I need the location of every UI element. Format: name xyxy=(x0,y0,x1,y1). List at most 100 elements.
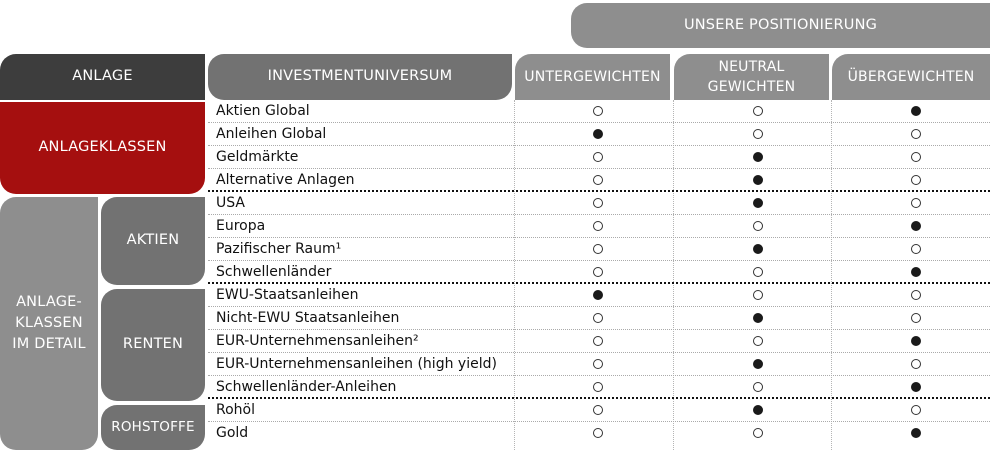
detail-box: ANLAGE- KLASSEN IM DETAIL xyxy=(0,197,98,450)
empty-circle-icon xyxy=(911,198,921,208)
row-separator xyxy=(208,282,990,284)
rohstoffe-label: ROHSTOFFE xyxy=(111,418,195,435)
table-row: USA xyxy=(208,192,990,215)
row-label: EUR-Unternehmensanleihen (high yield) xyxy=(216,356,497,372)
filled-circle-icon xyxy=(911,428,921,438)
table-row: EWU-Staatsanleihen xyxy=(208,284,990,307)
row-label: Schwellenländer-Anleihen xyxy=(216,379,397,395)
table-row: Aktien Global xyxy=(208,100,990,123)
positioning-header-label: UNSERE POSITIONIERUNG xyxy=(683,16,878,33)
column-header-neutral: NEUTRAL GEWICHTEN xyxy=(674,54,829,100)
table-row: Schwellenländer-Anleihen xyxy=(208,376,990,399)
row-label: Anleihen Global xyxy=(216,126,327,142)
row-label: Nicht-EWU Staatsanleihen xyxy=(216,310,400,326)
filled-circle-icon xyxy=(911,106,921,116)
filled-circle-icon xyxy=(753,244,763,254)
renten-box: RENTEN xyxy=(101,289,205,401)
aktien-box: AKTIEN xyxy=(101,197,205,285)
table-row: Europa xyxy=(208,215,990,238)
column-header-over-label: ÜBERGEWICHTEN xyxy=(847,68,975,85)
filled-circle-icon xyxy=(753,405,763,415)
anlage-header-label: ANLAGE xyxy=(72,68,133,85)
filled-circle-icon xyxy=(911,382,921,392)
empty-circle-icon xyxy=(911,152,921,162)
filled-circle-icon xyxy=(753,359,763,369)
table-row: Gold xyxy=(208,422,990,445)
row-label: Rohöl xyxy=(216,402,255,418)
filled-circle-icon xyxy=(911,267,921,277)
row-separator xyxy=(208,237,990,238)
row-separator xyxy=(208,306,990,307)
empty-circle-icon xyxy=(753,382,763,392)
table-row: Rohöl xyxy=(208,399,990,422)
row-label: Geldmärkte xyxy=(216,149,299,165)
empty-circle-icon xyxy=(911,129,921,139)
empty-circle-icon xyxy=(593,382,603,392)
table-row: Nicht-EWU Staatsanleihen xyxy=(208,307,990,330)
row-label: Schwellenländer xyxy=(216,264,332,280)
empty-circle-icon xyxy=(593,336,603,346)
row-separator xyxy=(208,168,990,169)
empty-circle-icon xyxy=(753,290,763,300)
universe-header: INVESTMENTUNIVERSUM xyxy=(208,54,512,100)
positioning-header: UNSERE POSITIONIERUNG xyxy=(571,3,990,48)
empty-circle-icon xyxy=(753,106,763,116)
empty-circle-icon xyxy=(753,221,763,231)
row-label: USA xyxy=(216,195,245,211)
empty-circle-icon xyxy=(593,267,603,277)
detail-label: ANLAGE- KLASSEN IM DETAIL xyxy=(12,293,86,352)
universe-header-label: INVESTMENTUNIVERSUM xyxy=(267,68,453,85)
row-separator xyxy=(208,352,990,353)
column-separator xyxy=(831,100,832,450)
row-separator xyxy=(208,145,990,146)
row-separator xyxy=(208,375,990,376)
column-header-under: UNTERGEWICHTEN xyxy=(515,54,670,100)
row-label: EUR-Unternehmensanleihen² xyxy=(216,333,419,349)
empty-circle-icon xyxy=(593,106,603,116)
filled-circle-icon xyxy=(753,152,763,162)
empty-circle-icon xyxy=(593,359,603,369)
empty-circle-icon xyxy=(911,244,921,254)
rohstoffe-box: ROHSTOFFE xyxy=(101,405,205,450)
empty-circle-icon xyxy=(753,336,763,346)
empty-circle-icon xyxy=(911,359,921,369)
row-separator xyxy=(208,329,990,330)
anlageklassen-label: ANLAGEKLASSEN xyxy=(38,139,167,156)
renten-label: RENTEN xyxy=(122,336,184,353)
filled-circle-icon xyxy=(753,198,763,208)
table-row: Geldmärkte xyxy=(208,146,990,169)
filled-circle-icon xyxy=(753,175,763,185)
empty-circle-icon xyxy=(911,405,921,415)
empty-circle-icon xyxy=(593,428,603,438)
empty-circle-icon xyxy=(911,313,921,323)
row-label: Alternative Anlagen xyxy=(216,172,355,188)
empty-circle-icon xyxy=(753,129,763,139)
empty-circle-icon xyxy=(593,152,603,162)
filled-circle-icon xyxy=(593,290,603,300)
filled-circle-icon xyxy=(593,129,603,139)
empty-circle-icon xyxy=(593,221,603,231)
empty-circle-icon xyxy=(593,175,603,185)
anlage-header: ANLAGE xyxy=(0,54,205,100)
row-label: Europa xyxy=(216,218,266,234)
table-row: EUR-Unternehmensanleihen (high yield) xyxy=(208,353,990,376)
row-separator xyxy=(208,421,990,422)
empty-circle-icon xyxy=(593,198,603,208)
empty-circle-icon xyxy=(753,267,763,277)
aktien-label: AKTIEN xyxy=(126,232,180,249)
row-label: Aktien Global xyxy=(216,103,310,119)
row-label: Pazifischer Raum¹ xyxy=(216,241,342,257)
empty-circle-icon xyxy=(593,244,603,254)
empty-circle-icon xyxy=(911,175,921,185)
row-separator xyxy=(208,214,990,215)
empty-circle-icon xyxy=(911,290,921,300)
table-row: EUR-Unternehmensanleihen² xyxy=(208,330,990,353)
empty-circle-icon xyxy=(753,428,763,438)
row-separator xyxy=(208,122,990,123)
column-separator xyxy=(673,100,674,450)
table-row: Alternative Anlagen xyxy=(208,169,990,192)
column-header-over: ÜBERGEWICHTEN xyxy=(832,54,990,100)
row-separator xyxy=(208,397,990,399)
row-separator xyxy=(208,190,990,192)
